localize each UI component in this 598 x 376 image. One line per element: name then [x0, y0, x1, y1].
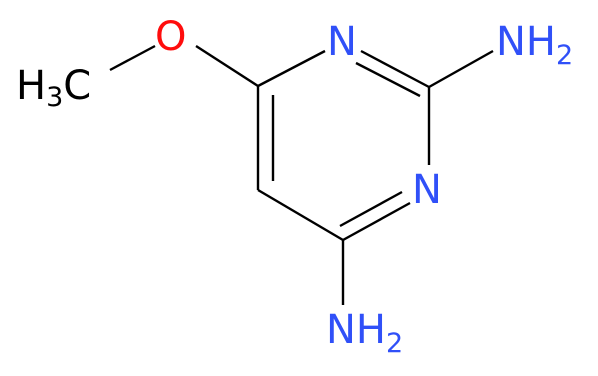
bond-n3-c4 [342, 201, 411, 242]
atom-amine-top: NH2 [496, 19, 573, 71]
bond-c4-c5 [257, 188, 344, 242]
atom-ring-n3: N [412, 167, 442, 213]
bond-c2-nh2-top [428, 49, 494, 89]
atom-oxygen: O [155, 14, 186, 60]
bond-n3-c4-second [339, 190, 403, 228]
atom-methoxy-carbon: H3C [16, 63, 91, 113]
bond-c6-n1 [257, 49, 326, 88]
bonds [109, 44, 494, 305]
atom-ring-n1: N [327, 19, 357, 65]
bond-ch3-o [109, 44, 156, 72]
atom-amine-bottom: NH2 [326, 307, 403, 359]
bond-n1-c2-second [355, 61, 421, 98]
atom-labels: H3C O N N NH2 NH2 [16, 14, 573, 359]
bond-o-c6 [195, 44, 259, 88]
bond-n1-c2 [360, 49, 430, 89]
